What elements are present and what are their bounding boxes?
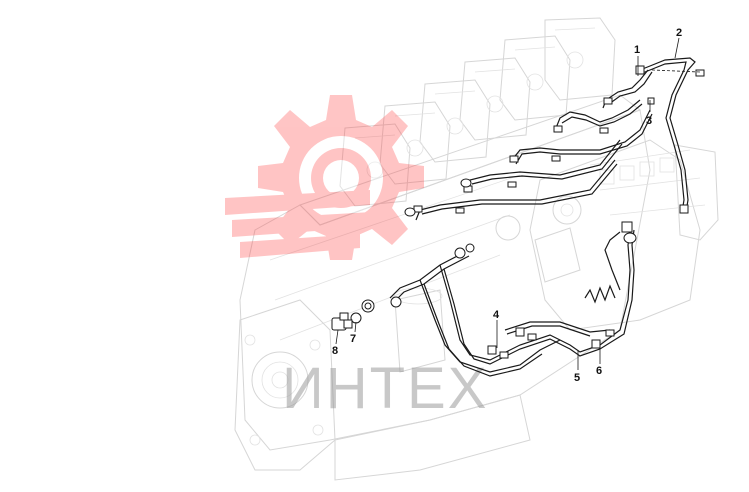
callout-labels: 1 2 3 4 5 6 7 8	[332, 27, 682, 384]
watermark-text: ИНТЕХ	[282, 356, 488, 421]
callout-7: 7	[350, 333, 356, 345]
callout-6: 6	[596, 365, 602, 377]
callout-2: 2	[676, 27, 682, 39]
callout-3: 3	[646, 115, 652, 127]
injector-pipes	[404, 57, 705, 221]
callout-4: 4	[493, 309, 500, 321]
callout-8: 8	[332, 345, 338, 357]
fuel-lines-lower	[331, 221, 637, 377]
leader-lines	[335, 37, 701, 370]
callout-1: 1	[634, 44, 640, 56]
intekh-watermark-logo	[225, 95, 424, 260]
callout-5: 5	[574, 372, 580, 384]
engine-block	[234, 17, 719, 481]
